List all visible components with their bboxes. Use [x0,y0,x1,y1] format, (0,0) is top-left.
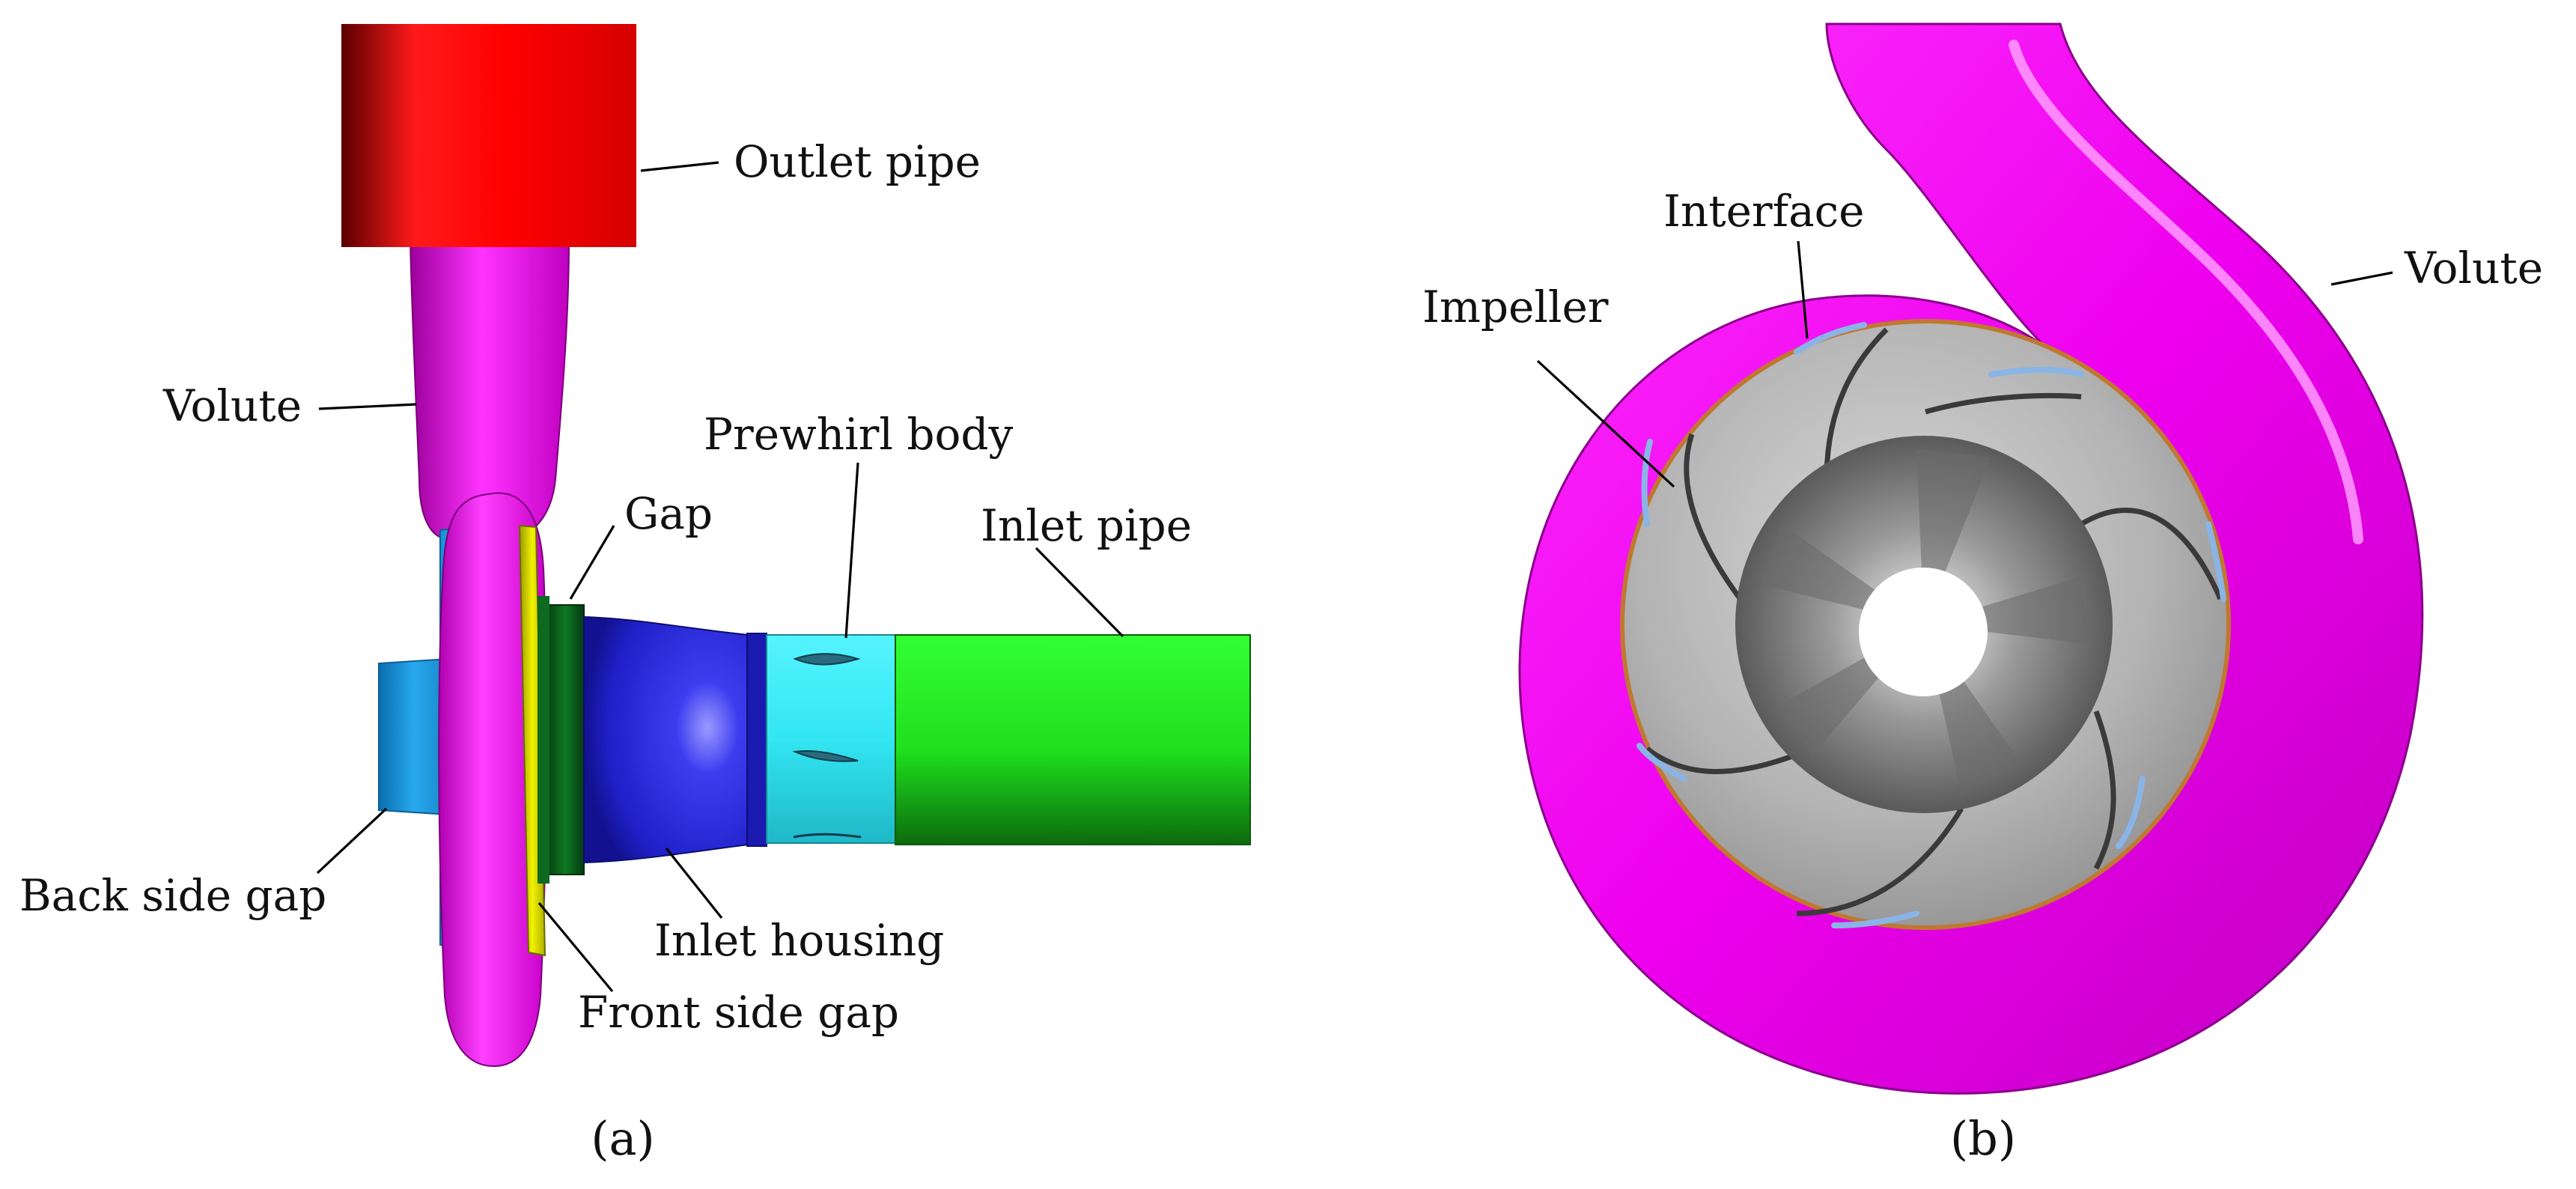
label-prewhirl-body: Prewhirl body [704,409,1014,460]
label-interface: Interface [1663,186,1864,237]
inlet-housing [583,615,749,864]
label-outlet-pipe: Outlet pipe [734,136,981,187]
outlet-pipe [341,24,636,247]
label-inlet-pipe: Inlet pipe [981,500,1192,551]
prewhirl-vane-3 [793,833,862,839]
prewhirl-body [766,634,896,844]
caption-b: (b) [1950,1111,2016,1166]
blade-tips [1636,322,2226,928]
leader-interface [1797,240,1809,339]
label-volute-a: Volute [162,380,302,431]
leader-volute-a [318,403,417,410]
leader-inlet-pipe [1035,547,1124,638]
label-front-side-gap: Front side gap [578,987,899,1038]
volute-highlight [2009,40,2363,544]
leader-outlet-pipe [640,161,719,172]
leader-inlet-housing [665,848,723,919]
hub-hole [1859,568,1988,696]
label-gap: Gap [624,488,713,539]
gap-rim [538,596,549,884]
leader-volute-b [2330,271,2393,286]
inlet-pipe [895,634,1251,845]
leader-prewhirl-body [844,462,859,639]
panel-b: Interface Impeller Volute (b) [1422,22,2543,1166]
leader-gap [569,525,615,600]
label-volute-b: Volute [2404,243,2543,294]
leader-back-side-gap [316,807,388,875]
gap [546,604,585,875]
prewhirl-vane-1 [793,653,861,666]
leader-impeller [1536,359,1675,488]
leader-front-side-gap [538,901,614,993]
label-back-side-gap: Back side gap [19,870,326,921]
impeller-blades [1645,327,2223,916]
caption-a: (a) [591,1111,654,1166]
prewhirl-vane-2 [792,749,859,762]
panel-a: Outlet pipe Volute Gap Prewhirl body Inl… [19,24,1251,1166]
inlet-housing-flange [746,633,767,847]
label-impeller: Impeller [1422,282,1609,332]
label-inlet-housing: Inlet housing [654,915,944,966]
